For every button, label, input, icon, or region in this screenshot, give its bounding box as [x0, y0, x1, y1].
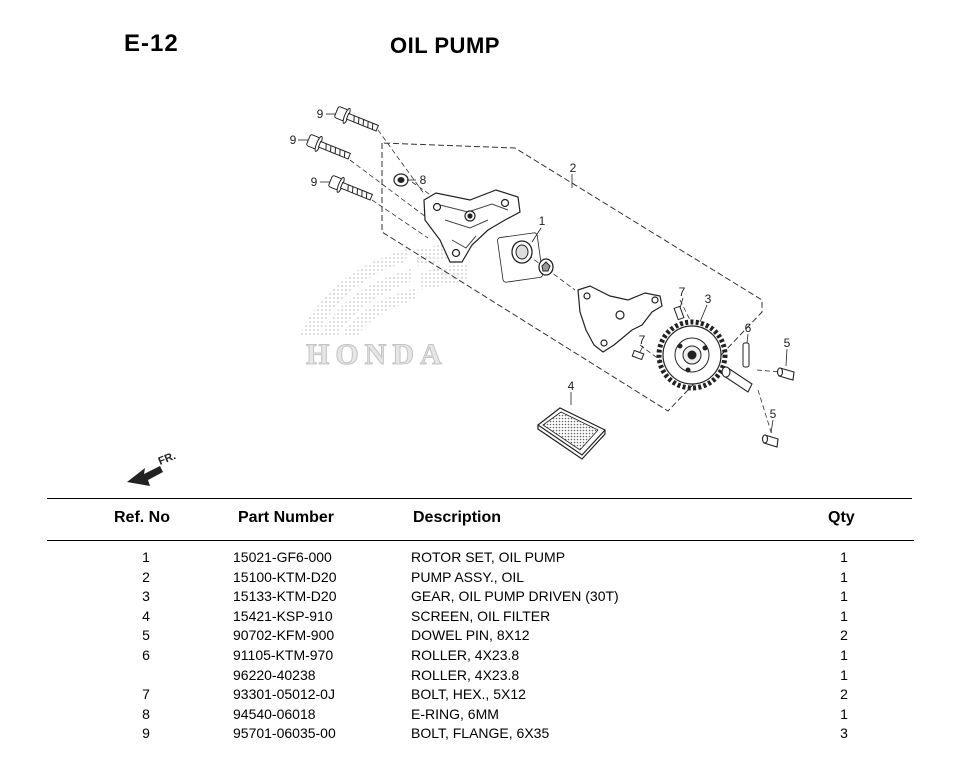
table-row: 7 93301-05012-0J BOLT, HEX., 5X12 2: [0, 686, 968, 706]
ref-no-cell: 8: [142, 705, 150, 722]
hex-bolt-icon: [631, 305, 685, 361]
column-header-part-number: Part Number: [238, 509, 335, 526]
oil-filter-screen-icon: [536, 407, 606, 460]
qty-cell: 1: [840, 647, 848, 663]
flange-bolt-icon: [306, 106, 380, 201]
table-row: 2 15100-KTM-D20 PUMP ASSY., OIL 1: [0, 569, 968, 589]
table-row: 4 15421-KSP-910 SCREEN, OIL FILTER 1: [0, 608, 968, 628]
qty-cell: 3: [840, 725, 848, 742]
description-cell: PUMP ASSY., OIL: [411, 568, 525, 585]
callout-5: 5: [770, 407, 777, 421]
table-row: 1 15021-GF6-000 ROTOR SET, OIL PUMP 1: [0, 549, 968, 569]
table-header-rule: [47, 540, 914, 541]
callout-9: 9: [317, 107, 324, 121]
qty-cell: 1: [840, 666, 848, 683]
front-direction-label: FR.: [157, 450, 178, 468]
pump-shaft-icon: [721, 366, 753, 393]
table-row: 6 91105-KTM-970 ROLLER, 4X23.8 1: [0, 647, 968, 667]
pump-cover-plate-icon: [577, 285, 663, 353]
dowel-pin-icon: [761, 367, 795, 448]
qty-cell: 1: [840, 549, 848, 565]
honda-wing-watermark: [300, 238, 470, 335]
oil-pump-body-icon: [423, 189, 521, 263]
ref-no-cell: 7: [142, 686, 150, 703]
rotor-set-icon: [497, 232, 554, 283]
callout-2: 2: [570, 161, 577, 175]
callout-9: 9: [290, 133, 297, 147]
roller-icon: [742, 342, 750, 368]
callout-7: 7: [639, 333, 646, 347]
qty-cell: 2: [840, 686, 848, 703]
description-cell: ROLLER, 4X23.8: [411, 666, 520, 683]
qty-cell: 1: [840, 588, 848, 605]
callout-1: 1: [539, 214, 546, 228]
column-header-qty: Qty: [828, 509, 855, 526]
callout-5: 5: [784, 336, 791, 350]
callout-6: 6: [745, 321, 752, 335]
pump-assembly-boundary: [381, 142, 763, 412]
part-number-cell: 15100-KTM-D20: [233, 568, 337, 585]
parts-diagram: HONDA: [127, 106, 795, 486]
description-cell: GEAR, OIL PUMP DRIVEN (30T): [411, 588, 619, 605]
e-ring-icon: [393, 173, 409, 187]
description-cell: DOWEL PIN, 8X12: [411, 627, 530, 644]
description-cell: ROLLER, 4X23.8: [411, 647, 520, 663]
part-number-cell: 91105-KTM-970: [233, 647, 334, 663]
callout-8: 8: [420, 173, 427, 187]
table-row: 5 90702-KFM-900 DOWEL PIN, 8X12 2: [0, 627, 968, 647]
honda-watermark-text: HONDA: [306, 338, 448, 371]
table-row: 3 15133-KTM-D20 GEAR, OIL PUMP DRIVEN (3…: [0, 588, 968, 608]
description-cell: ROTOR SET, OIL PUMP: [411, 549, 566, 565]
driven-gear-icon: [656, 319, 728, 391]
table-top-rule: [47, 498, 912, 499]
part-number-cell: 15021-GF6-000: [233, 549, 332, 565]
description-cell: BOLT, HEX., 5X12: [411, 686, 526, 703]
qty-cell: 1: [840, 705, 848, 722]
table-row: 96220-40238 ROLLER, 4X23.8 1: [0, 667, 968, 687]
description-cell: E-RING, 6MM: [411, 705, 499, 722]
column-header-description: Description: [413, 509, 502, 526]
ref-no-cell: 9: [142, 725, 150, 742]
page-title: OIL PUMP: [390, 33, 500, 58]
description-cell: BOLT, FLANGE, 6X35: [411, 725, 550, 742]
part-number-cell: 15133-KTM-D20: [233, 588, 337, 605]
description-cell: SCREEN, OIL FILTER: [411, 607, 551, 624]
callout-9: 9: [311, 175, 318, 189]
column-header-ref-no: Ref. No: [114, 509, 170, 526]
part-number-cell: 94540-06018: [233, 705, 316, 722]
part-number-cell: 15421-KSP-910: [233, 607, 333, 624]
section-code: E-12: [124, 30, 179, 57]
part-number-cell: 90702-KFM-900: [233, 627, 335, 644]
callout-4: 4: [568, 379, 575, 393]
table-row: 8 94540-06018 E-RING, 6MM 1: [0, 706, 968, 726]
callout-3: 3: [705, 292, 712, 306]
ref-no-cell: 4: [142, 607, 150, 624]
ref-no-cell: 5: [142, 627, 150, 644]
callout-7: 7: [679, 285, 686, 299]
part-number-cell: 96220-40238: [233, 666, 316, 683]
ref-no-cell: 1: [142, 549, 150, 565]
ref-no-cell: 2: [142, 568, 150, 585]
qty-cell: 2: [840, 627, 848, 644]
part-number-cell: 95701-06035-00: [233, 725, 336, 742]
ref-no-cell: 6: [142, 647, 150, 663]
qty-cell: 1: [840, 568, 848, 585]
part-number-cell: 93301-05012-0J: [233, 686, 335, 703]
table-row: 9 95701-06035-00 BOLT, FLANGE, 6X35 3: [0, 725, 968, 745]
qty-cell: 1: [840, 607, 848, 624]
front-direction-arrow-icon: [127, 465, 163, 486]
ref-no-cell: 3: [142, 588, 150, 605]
